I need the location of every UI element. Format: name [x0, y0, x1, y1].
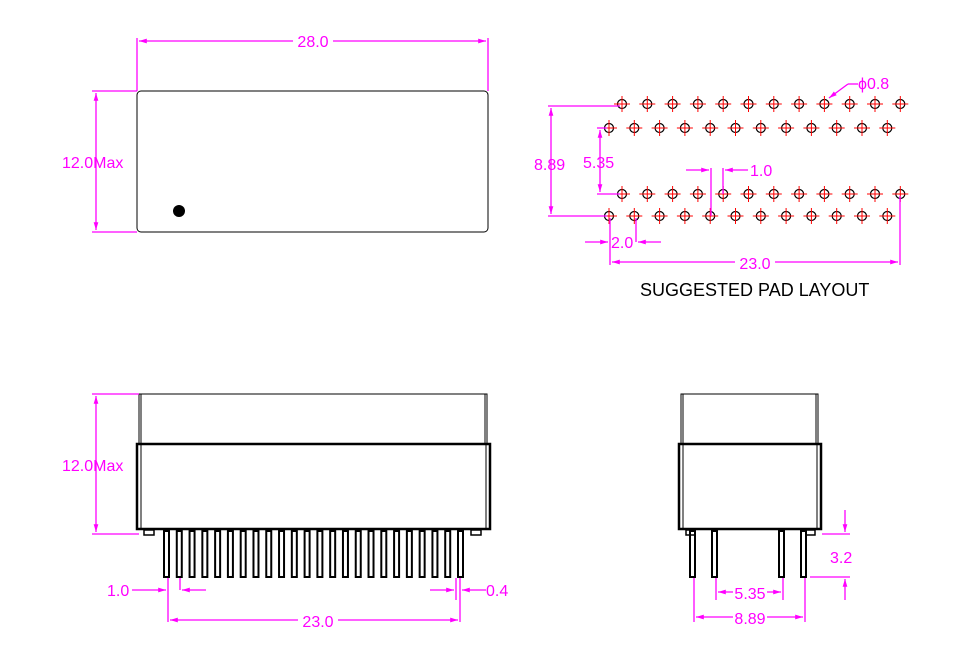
- pin: [316, 530, 324, 578]
- pad: [740, 186, 757, 202]
- pad: [702, 208, 719, 224]
- pad: [752, 208, 769, 224]
- pad: [702, 120, 719, 136]
- pad: [664, 96, 681, 112]
- pad-layout-title: SUGGESTED PAD LAYOUT: [640, 280, 869, 300]
- pin: [405, 530, 413, 578]
- pad: [765, 96, 782, 112]
- pad: [816, 186, 833, 202]
- pin: [290, 530, 298, 578]
- pitch-label: 2.0: [611, 235, 633, 252]
- pad: [651, 120, 668, 136]
- pad: [803, 208, 820, 224]
- pin: [163, 530, 170, 578]
- row-span-label: 8.89: [534, 157, 565, 174]
- pin: [278, 530, 286, 578]
- pad: [879, 208, 896, 224]
- height-dimension-label: 12.0Max: [62, 155, 123, 172]
- pin-width-label: 0.4: [486, 583, 508, 600]
- pad: [626, 120, 643, 136]
- pad: [676, 120, 693, 136]
- pad: [689, 96, 706, 112]
- pad-diameter-label: ϕ0.8: [858, 76, 889, 93]
- pad: [639, 186, 656, 202]
- pad: [752, 120, 769, 136]
- pin: [214, 530, 222, 578]
- pin-row: [163, 530, 464, 578]
- pin: [252, 530, 260, 578]
- pad: [639, 96, 656, 112]
- pad: [740, 96, 757, 112]
- pad: [803, 120, 820, 136]
- pad: [765, 186, 782, 202]
- module-body-end: [677, 442, 823, 531]
- pad: [778, 120, 795, 136]
- pin: [418, 530, 426, 578]
- width-dimension-label: 28.0: [297, 34, 328, 51]
- pin: [201, 530, 209, 578]
- pad: [854, 208, 870, 224]
- pin: [689, 530, 696, 578]
- pin: [800, 530, 807, 578]
- pin: [711, 530, 718, 578]
- pad-layout: 8.89 5.35 1.0 2.0 23.0 ϕ0.8 SUGGESTED PA…: [534, 76, 909, 300]
- pin: [226, 530, 234, 578]
- pin: [444, 530, 452, 578]
- side-pins: [689, 530, 807, 578]
- pin: [457, 530, 464, 578]
- outer-span-label: 8.89: [734, 611, 765, 628]
- total-span-label: 23.0: [739, 256, 770, 273]
- pin: [329, 530, 337, 578]
- pad: [715, 96, 732, 112]
- pad: [626, 208, 643, 224]
- side-view: 5.35 8.89 3.2: [677, 393, 852, 628]
- pin: [239, 530, 247, 578]
- module-body-outline: [136, 90, 489, 233]
- pad: [689, 186, 706, 202]
- pad: [676, 208, 693, 224]
- pin: [354, 530, 362, 578]
- pad: [892, 96, 909, 112]
- top-view: 28.0 12.0Max: [62, 32, 489, 233]
- pin1-marker-dot: [173, 205, 185, 217]
- pin: [175, 530, 183, 578]
- pad: [778, 208, 795, 224]
- inner-span-label: 5.35: [734, 586, 765, 603]
- pin-pitch-label: 1.0: [107, 583, 129, 600]
- pad: [867, 96, 883, 112]
- pad: [841, 186, 858, 202]
- pad: [816, 96, 833, 112]
- pad: [791, 186, 808, 202]
- front-height-label: 12.0Max: [62, 458, 123, 475]
- pin: [188, 530, 196, 578]
- pin: [431, 530, 439, 578]
- pad: [791, 96, 808, 112]
- pin: [265, 530, 273, 578]
- pad: [828, 120, 845, 136]
- pad: [614, 96, 630, 112]
- pad: [727, 120, 744, 136]
- pad: [867, 186, 883, 202]
- pad: [879, 120, 896, 136]
- pad: [727, 208, 744, 224]
- front-view: 12.0Max 1.0 0.4 23.0: [62, 393, 508, 631]
- pin: [393, 530, 401, 578]
- pad: [828, 208, 845, 224]
- module-body-side: [135, 442, 492, 531]
- pad: [841, 96, 858, 112]
- pin: [303, 530, 311, 578]
- pad: [651, 208, 668, 224]
- pad-grid: [601, 96, 909, 224]
- front-total-label: 23.0: [302, 614, 333, 631]
- pin: [367, 530, 375, 578]
- pin: [341, 530, 349, 578]
- row-gap-label: 5.35: [583, 155, 614, 172]
- pin-length-label: 3.2: [830, 550, 852, 567]
- pin: [380, 530, 388, 578]
- stagger-label: 1.0: [750, 163, 772, 180]
- pad: [664, 186, 681, 202]
- pin: [778, 530, 785, 578]
- pad: [854, 120, 870, 136]
